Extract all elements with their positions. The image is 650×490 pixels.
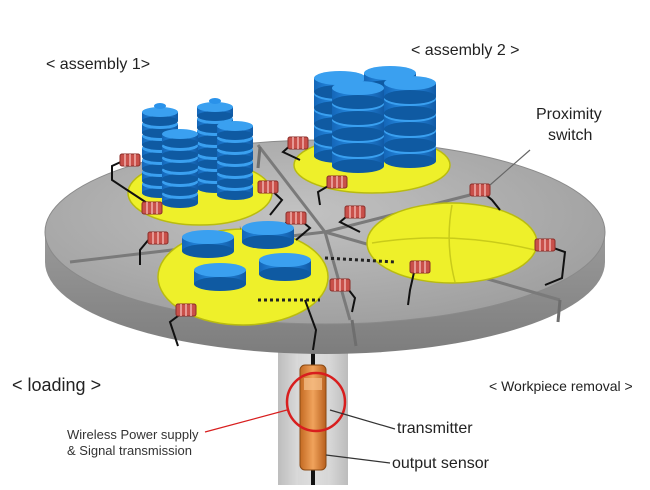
label-proximity-line1: Proximity	[536, 106, 602, 123]
label-output-sensor: output sensor	[392, 455, 489, 472]
label-wireless-line2: & Signal transmission	[67, 443, 192, 458]
label-wireless-line1: Wireless Power supply	[67, 427, 199, 442]
label-workpiece-removal: < Workpiece removal >	[489, 378, 633, 394]
label-loading: < loading >	[12, 375, 102, 395]
output-sensor	[299, 364, 327, 471]
label-transmitter: transmitter	[397, 420, 473, 437]
pallet-removal	[366, 202, 538, 284]
workpieces-assembly2	[314, 66, 436, 173]
label-proximity-line2: switch	[548, 127, 593, 144]
workpieces-assembly1	[142, 98, 253, 208]
label-assembly2: < assembly 2 >	[411, 42, 520, 59]
label-assembly1: < assembly 1>	[46, 56, 151, 73]
leader-lines	[204, 149, 531, 464]
transmitter-highlight-circle	[285, 371, 347, 433]
